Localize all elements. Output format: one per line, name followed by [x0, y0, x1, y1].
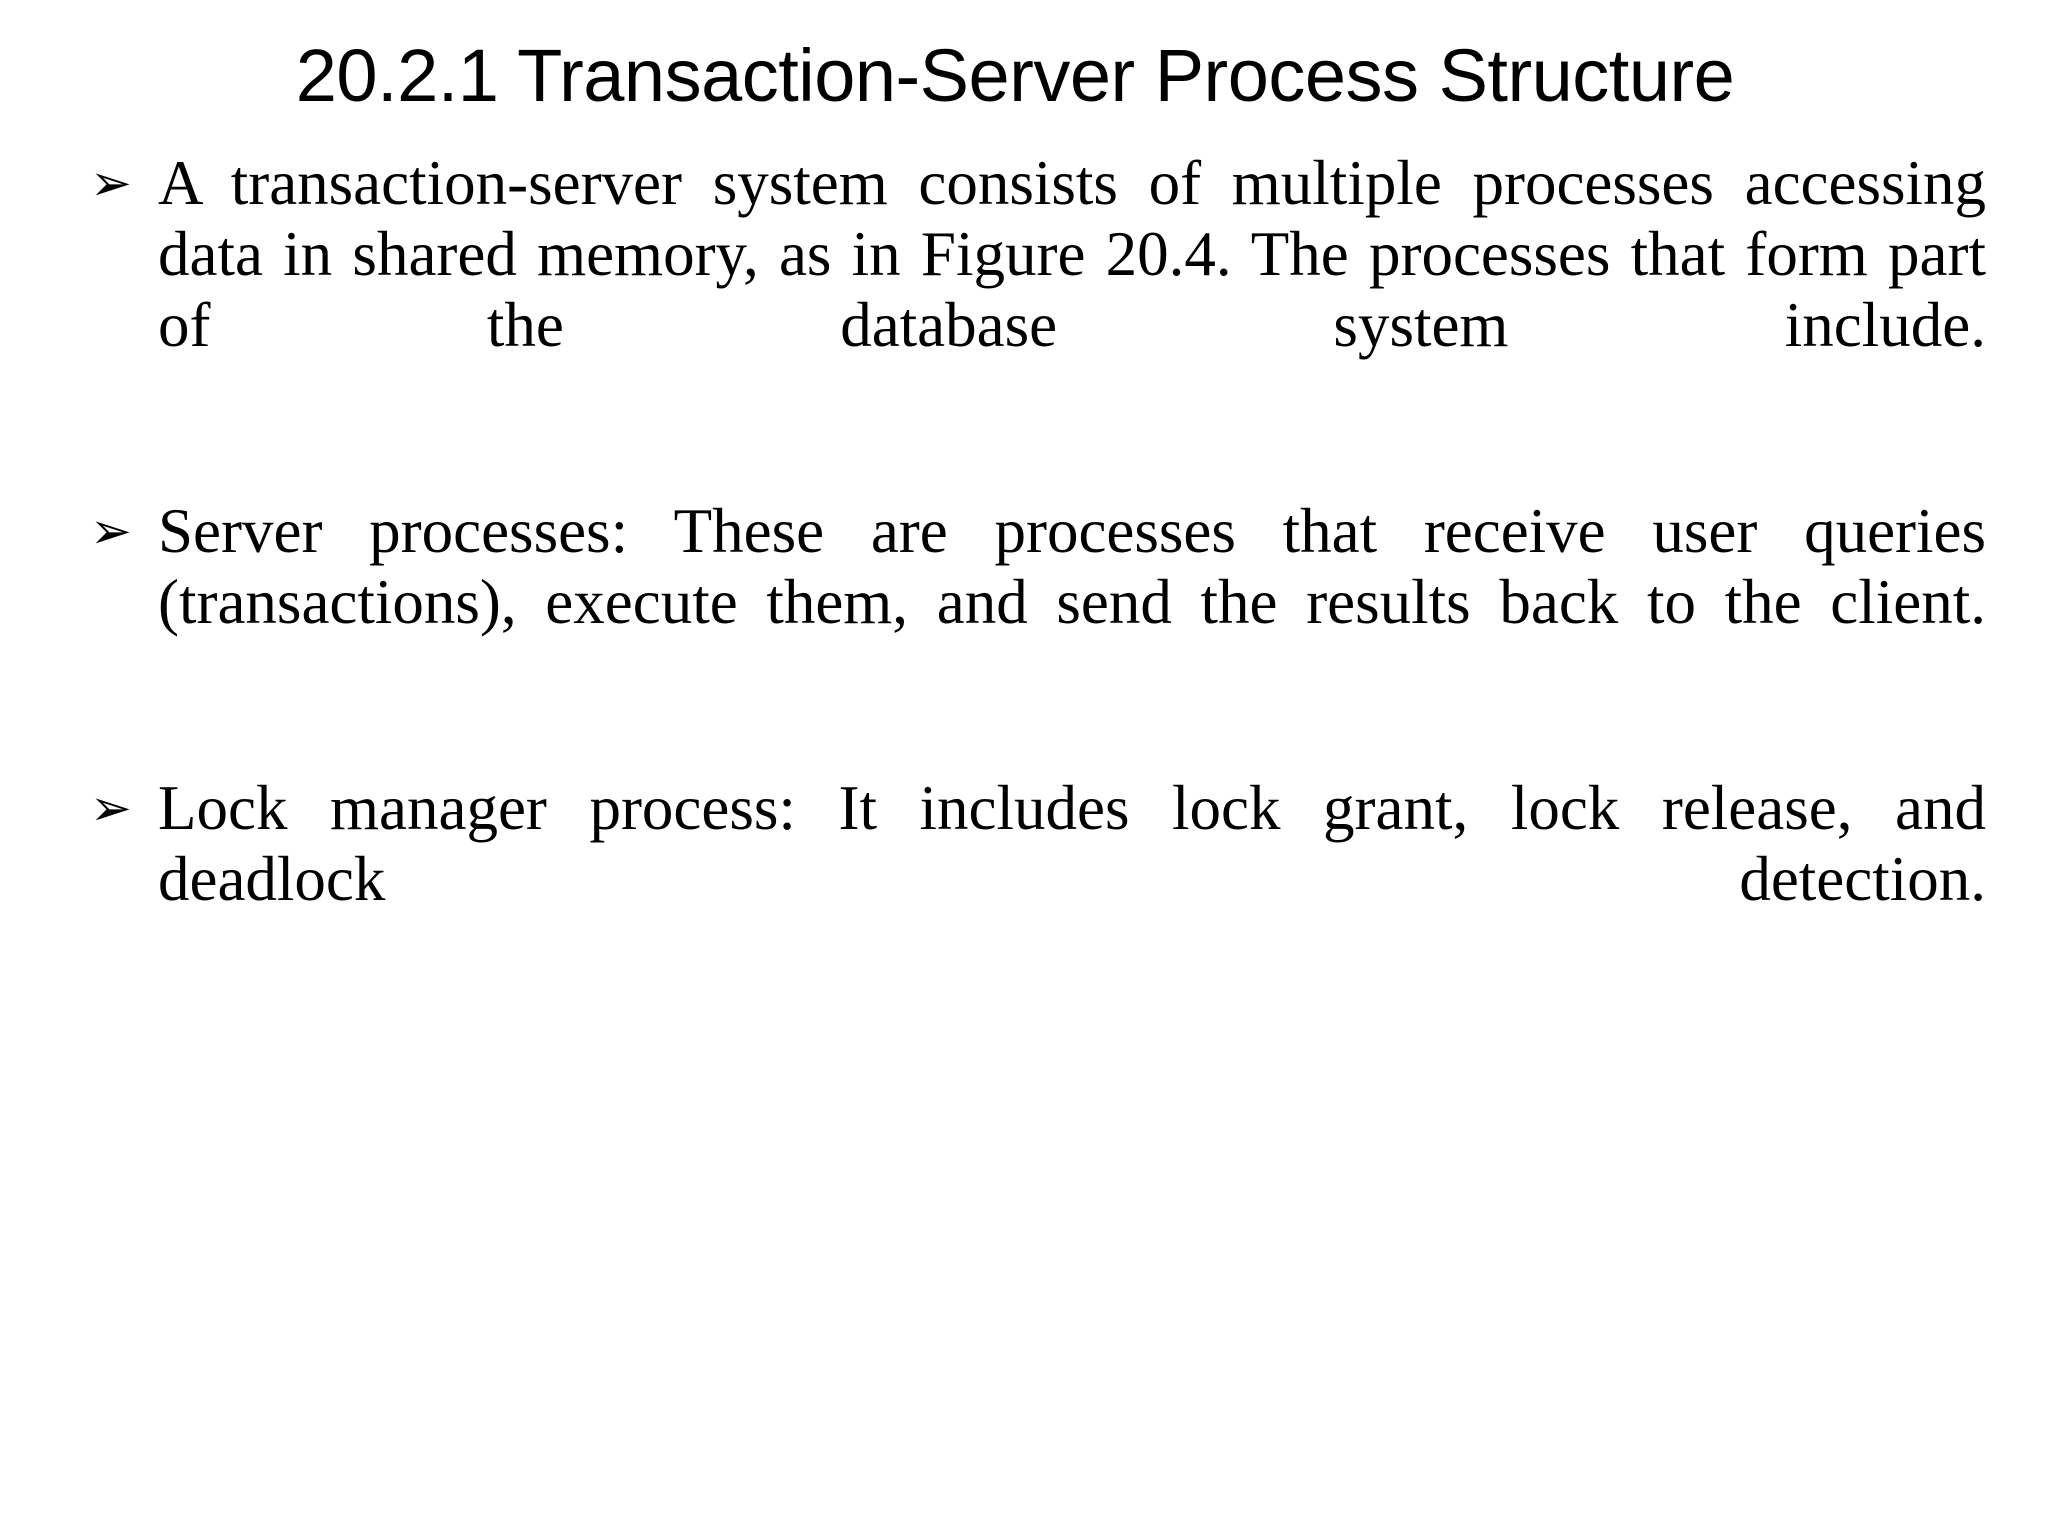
bullet-text-server-processes: Server processes: These are processes th…	[158, 496, 1986, 637]
arrowhead-bullet-icon: ➢	[90, 779, 132, 837]
arrowhead-bullet-icon: ➢	[90, 154, 132, 212]
arrowhead-bullet-icon: ➢	[90, 502, 132, 560]
list-item: ➢ A transaction-server system consists o…	[86, 148, 1988, 432]
page-title: 20.2.1 Transaction-Server Process Struct…	[295, 34, 1735, 117]
bullet-text-overview: A transaction-server system consists of …	[158, 148, 1986, 360]
list-item: ➢ Lock manager process: It includes lock…	[86, 773, 1988, 986]
bullet-text-lock-manager: Lock manager process: It includes lock g…	[158, 773, 1986, 914]
list-item: ➢ Server processes: These are processes …	[86, 496, 1988, 709]
slide-body: ➢ A transaction-server system consists o…	[86, 148, 1988, 986]
